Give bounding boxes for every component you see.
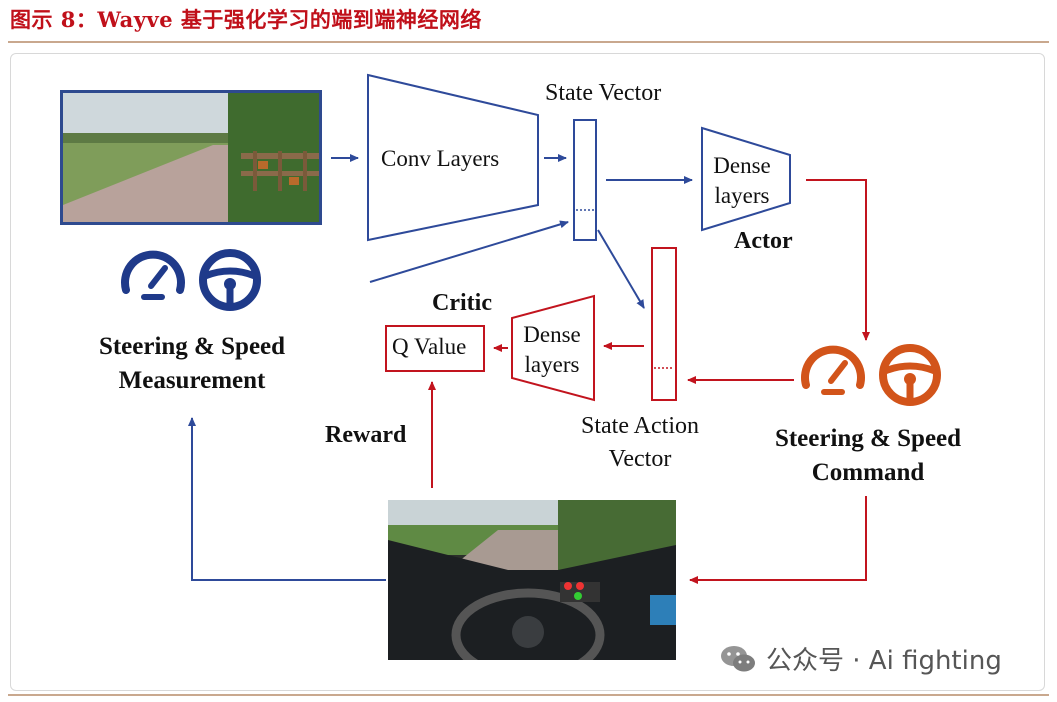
wechat-watermark: 公众号 · Ai fighting (720, 640, 1002, 677)
q-value-label: Q Value (392, 334, 467, 359)
steering-wheel-icon (199, 249, 261, 311)
dense-actor-label: Dense layers (713, 153, 771, 208)
cockpit-camera-image (388, 500, 676, 660)
conv-layers-label: Conv Layers (381, 146, 500, 171)
command-label: Steering & Speed Command (774, 425, 962, 486)
q-value-box (385, 325, 485, 372)
top-divider (8, 41, 1049, 43)
arrow-state-to-state-action (597, 229, 645, 309)
dense-critic-block (511, 294, 595, 402)
diagram-frame (10, 53, 1045, 691)
state-vector-label: State Vector (545, 80, 662, 106)
reward-label: Reward (325, 422, 407, 448)
measurement-label: Steering & Speed Measurement (98, 333, 286, 394)
arrow-measurement-to-state (369, 220, 569, 283)
bottom-divider (8, 694, 1049, 696)
dense-actor-block (701, 126, 791, 232)
state-action-vector-label: State Action Vector (581, 413, 699, 472)
critic-label: Critic (432, 290, 492, 316)
state-action-vector-bar (651, 247, 677, 401)
conv-layers-block (367, 73, 539, 242)
wechat-icon (721, 645, 755, 671)
watermark-text: 公众号 · Ai fighting (766, 646, 1002, 676)
speedometer-icon (801, 345, 865, 395)
steering-wheel-icon (879, 344, 941, 406)
speedometer-icon (121, 250, 185, 300)
road-camera-image (60, 90, 322, 225)
arrow-cockpit-to-measurement (188, 417, 386, 581)
state-vector-bar (573, 119, 597, 241)
arrow-actor-to-command (806, 179, 870, 341)
actor-label: Actor (734, 228, 793, 254)
figure-title: 图示 8：Wayve 基于强化学习的端到端神经网络 (10, 7, 482, 32)
dense-critic-label: Dense layers (523, 322, 581, 377)
arrow-command-to-cockpit (689, 496, 867, 584)
